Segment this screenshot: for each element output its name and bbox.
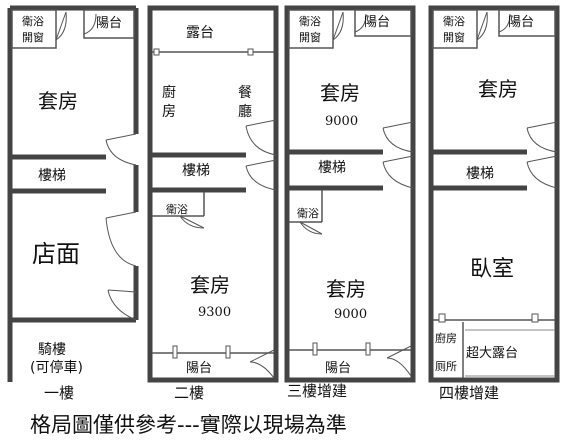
room-label-suite-2f: 套房 (190, 273, 230, 297)
room-label-bath2-3f: 衛浴 (297, 207, 319, 220)
room-label-balcony-1f: 陽台 (96, 16, 122, 31)
room-label-stairs-4f: 樓梯 (466, 166, 494, 182)
room-label-suite-1f: 套房 (38, 89, 78, 113)
room-label-balcony2-3f: 陽台 (325, 361, 351, 376)
room-area-suite2-3f: 9000 (334, 307, 367, 322)
room-label-balcony-3f: 陽台 (364, 15, 390, 30)
room-label-bath-2f: 衛浴 (166, 203, 188, 216)
room-label-stairs-3f: 樓梯 (318, 160, 346, 176)
room-label-terrace-4f: 超大露台 (466, 346, 518, 361)
room-label-toilet-4f: 厕所 (435, 360, 457, 373)
floor-label-4f: 四樓增建 (439, 384, 499, 402)
room-label-shop-1f: 店面 (32, 240, 80, 268)
room-label-suite2-3f: 套房 (326, 277, 366, 301)
room-label-stairs-2f: 樓梯 (182, 163, 210, 179)
floor-plan-3f: 衛浴 開窗 陽台 套房 9000 樓梯 衛浴 套房 9000 陽台 三樓增建 (284, 5, 416, 400)
room-label-window-4f: 開窗 (443, 30, 465, 44)
room-label-kitchen-b-2f: 房 (162, 104, 176, 120)
room-label-parking-1f: (可停車) (30, 359, 83, 376)
room-label-suite-3f: 套房 (320, 81, 360, 105)
room-label-balcony-2f: 陽台 (186, 361, 212, 376)
room-label-dining-a-2f: 餐 (238, 85, 252, 101)
room-area-suite-3f: 9000 (325, 114, 358, 129)
room-label-kitchen-4f: 廚房 (435, 331, 457, 345)
room-label-window-1f: 開窗 (22, 30, 44, 44)
room-label-bath-3f: 衛浴 (299, 15, 321, 28)
room-label-bath-4f: 衛浴 (443, 15, 465, 28)
room-label-kitchen-a-2f: 廚 (162, 84, 176, 101)
room-label-bath-1f: 衛浴 (22, 15, 44, 28)
room-label-suite-4f: 套房 (478, 77, 518, 101)
disclaimer-caption: 格局圖僅供參考---實際以現場為準 (30, 413, 347, 437)
room-label-bedroom-4f: 臥室 (470, 257, 514, 282)
room-label-balcony-4f: 陽台 (508, 15, 534, 30)
room-area-suite-2f: 9300 (198, 305, 231, 320)
floor-plan-4f: 衛浴 開窗 陽台 套房 樓梯 臥室 廚房 厕所 超大露台 四樓增建 (428, 5, 560, 402)
floor-label-3f: 三樓增建 (287, 382, 347, 400)
floor-label-1f: 一樓 (44, 384, 74, 402)
room-label-terrace-2f: 露台 (186, 25, 214, 41)
room-label-window-3f: 開窗 (299, 30, 321, 44)
room-label-arcade-1f: 騎樓 (38, 342, 66, 358)
room-label-stairs-1f: 樓梯 (38, 168, 66, 184)
floor-label-2f: 二樓 (174, 384, 204, 402)
floor-plan-1f: 衛浴 開窗 陽台 套房 樓梯 店面 騎樓 (可停車) 一樓 (7, 5, 139, 402)
floor-plan-2f: 露台 廚 房 餐 廳 樓梯 衛浴 套房 9300 陽台 二樓 (147, 5, 279, 402)
room-label-dining-b-2f: 廳 (238, 103, 252, 120)
